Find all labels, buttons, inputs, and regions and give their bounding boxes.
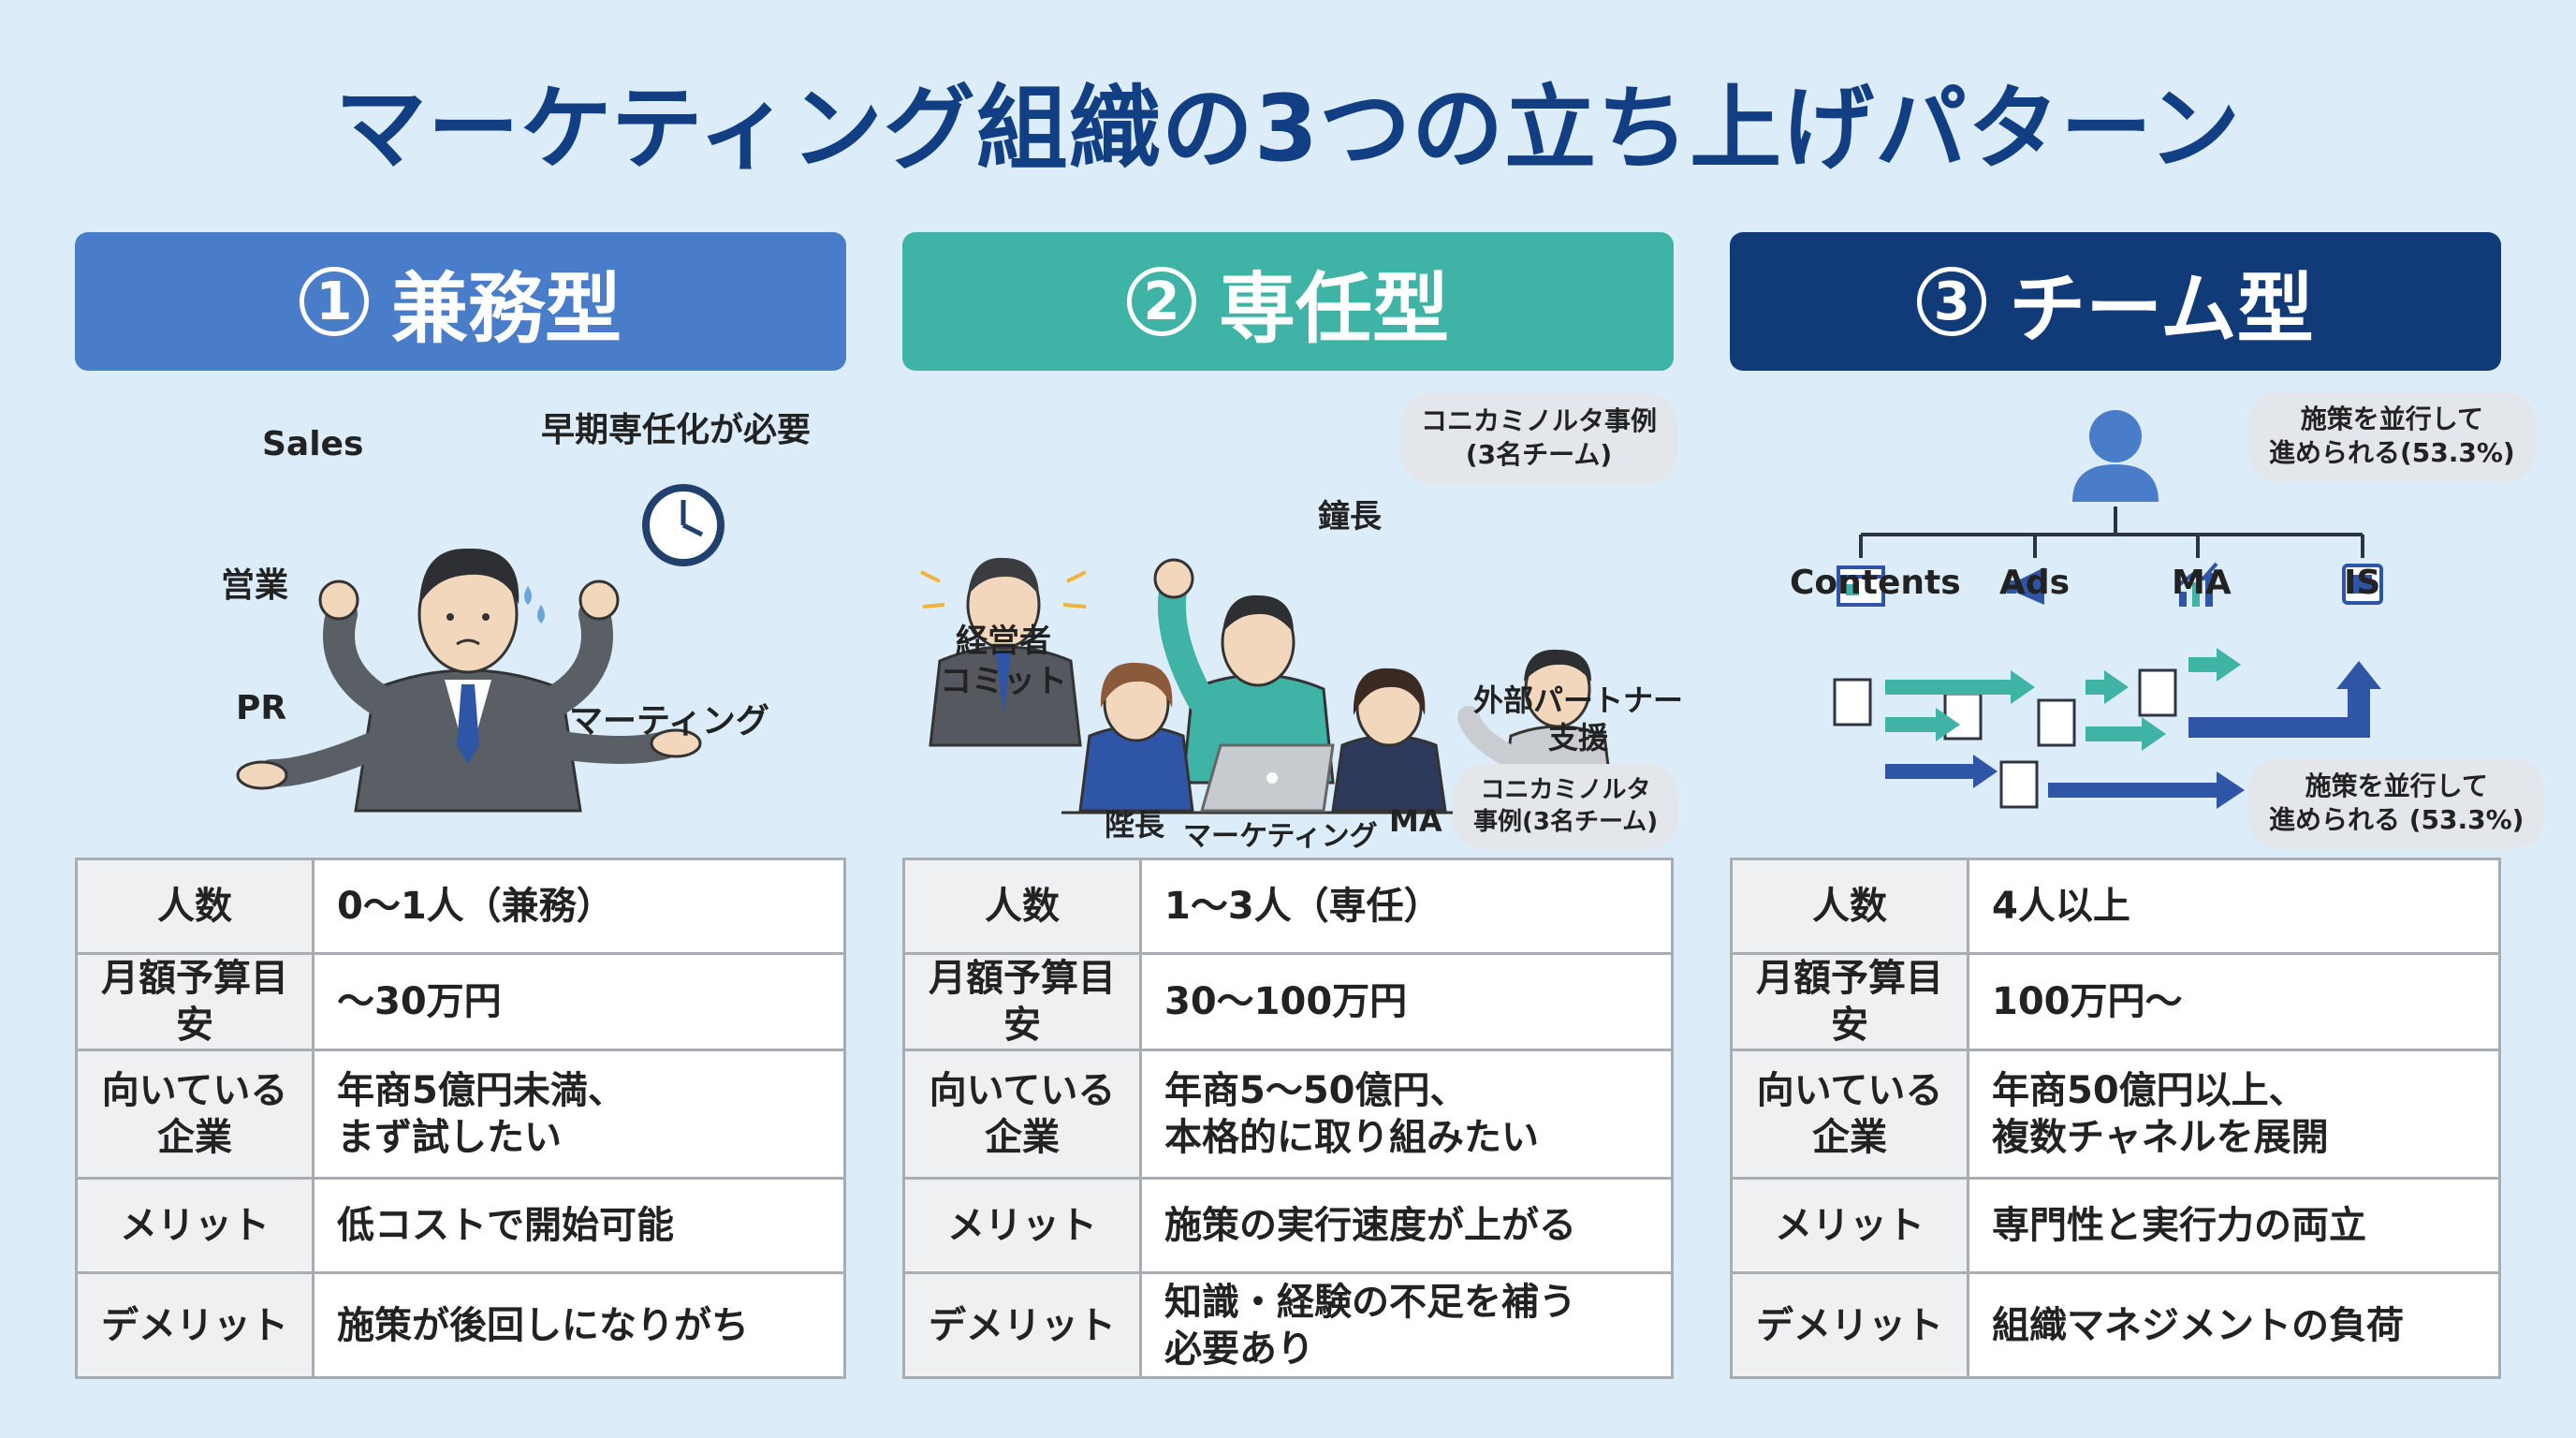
illustration-kenmu: Sales 営業 PR マーティング 早期専任化が必要 (75, 371, 846, 858)
label-executive-commit: 経営者コミット (940, 623, 1067, 700)
label-contents: Contents (1790, 564, 1961, 602)
label-lead: 鐘長 (1318, 498, 1382, 536)
label-eigyo: 営業 (221, 566, 289, 605)
row-label: メリット (902, 1177, 1142, 1274)
table-row: デメリット知識・経験の不足を補う必要あり (902, 1271, 1674, 1379)
row-label: 人数 (75, 858, 315, 955)
row-value: 知識・経験の不足を補う必要あり (1139, 1271, 1674, 1379)
row-label: 人数 (902, 858, 1142, 955)
table-row: メリット低コストで開始可能 (75, 1177, 846, 1274)
row-value: 組織マネジメントの負荷 (1967, 1271, 2501, 1379)
row-label: デメリット (75, 1271, 315, 1379)
bubble-case-top: コニカミノルタ事例(3名チーム) (1400, 393, 1678, 484)
megaphone-icon (2007, 567, 2044, 605)
number-badge: 2 (1126, 267, 1196, 336)
row-value: 30〜100万円 (1139, 952, 1674, 1051)
header-sennin: 2 専任型 (902, 232, 1674, 371)
row-value: 100万円〜 (1967, 952, 2501, 1051)
label-specialize-note: 早期専任化が必要 (541, 411, 812, 449)
row-value: 施策の実行速度が上がる (1139, 1177, 1674, 1274)
contents-icon (1837, 565, 1885, 607)
row-label: 人数 (1730, 858, 1969, 955)
org-chart-illustration (1833, 410, 2383, 809)
row-value: 〜30万円 (312, 952, 846, 1051)
row-label: 向いている企業 (75, 1049, 315, 1180)
table-row: 月額予算目安〜30万円 (75, 952, 846, 1051)
header-title: 専任型 (1218, 264, 1449, 354)
row-value: 低コストで開始可能 (312, 1177, 846, 1274)
label-sales: Sales (262, 425, 364, 463)
column-sennin: 2 専任型 (902, 232, 1683, 1379)
row-label: デメリット (1730, 1271, 1969, 1379)
row-label: メリット (75, 1177, 315, 1274)
page-title: マーケティング組織の3つの立ち上げパターン (334, 76, 2242, 183)
row-value: 年商5億円未満、まず試したい (312, 1049, 846, 1180)
label-external-partner: 外部パートナー支援 (1473, 682, 1684, 756)
table-row: 向いている企業年商5〜50億円、本格的に取り組みたい (902, 1049, 1674, 1180)
table-row: 向いている企業年商5億円未満、まず試したい (75, 1049, 846, 1180)
header-team: 3 チーム型 (1730, 232, 2501, 371)
header-title: チーム型 (2009, 264, 2314, 354)
chip-icon (2342, 564, 2383, 605)
label-is: IS (2344, 564, 2381, 602)
table-row: メリット施策の実行速度が上がる (902, 1177, 1674, 1274)
illustration-team: Contents Ads MA IS 施策を並行して進められる(53.3%) 施… (1730, 371, 2545, 858)
table-row: 向いている企業年商50億円以上、複数チャネルを展開 (1730, 1049, 2501, 1180)
row-value: 0〜1人（兼務） (312, 858, 846, 955)
table-row: デメリット組織マネジメントの負荷 (1730, 1271, 2501, 1379)
bubble-parallel-top: 施策を並行して進められる(53.3%) (2248, 391, 2536, 482)
row-value: 施策が後回しになりがち (312, 1271, 846, 1379)
row-value: 4人以上 (1967, 858, 2501, 955)
row-label: デメリット (902, 1271, 1142, 1379)
header-title: 兼務型 (390, 264, 622, 354)
row-value: 1〜3人（専任） (1139, 858, 1674, 955)
row-label: 向いている企業 (902, 1049, 1142, 1180)
row-label: 向いている企業 (1730, 1049, 1969, 1180)
illustration-sennin: 経営者コミット 鐘長 外部パートナー支援 陛長 マーケティング MA コニカミノ… (902, 371, 1683, 858)
label-marketing: マーティング (569, 702, 769, 741)
row-value: 専門性と実行力の両立 (1967, 1177, 2501, 1274)
label-bottom-left: 陛長 (1105, 807, 1165, 843)
label-ads: Ads (1999, 564, 2071, 602)
number-badge: 1 (299, 267, 369, 336)
row-label: 月額予算目安 (75, 952, 315, 1051)
bubble-case-bottom: コニカミノルタ事例(3名チーム) (1453, 764, 1679, 850)
busy-businessman-illustration (236, 484, 724, 813)
number-badge: 3 (1917, 267, 1987, 336)
row-label: メリット (1730, 1177, 1969, 1274)
row-value: 年商50億円以上、複数チャネルを展開 (1967, 1049, 2501, 1180)
label-ma: MA (2172, 564, 2232, 602)
row-label: 月額予算目安 (902, 952, 1142, 1051)
team-meeting-illustration (920, 557, 1616, 814)
bubble-parallel-bottom: 施策を並行して進められる (53.3%) (2248, 758, 2545, 849)
header-kenmu: 1 兼務型 (75, 232, 846, 371)
table-row: メリット専門性と実行力の両立 (1730, 1177, 2501, 1274)
row-value: 年商5〜50億円、本格的に取り組みたい (1139, 1049, 1674, 1180)
column-team: 3 チーム型 (1730, 232, 2545, 1379)
table-row: デメリット施策が後回しになりがち (75, 1271, 846, 1379)
bar-chart-icon (2175, 562, 2218, 607)
label-bottom-marketing: マーケティング (1183, 820, 1378, 853)
column-kenmu: 1 兼務型 Sa (75, 232, 846, 1379)
label-bottom-ma: MA (1389, 803, 1442, 839)
row-label: 月額予算目安 (1730, 952, 1969, 1051)
label-pr: PR (236, 689, 287, 727)
